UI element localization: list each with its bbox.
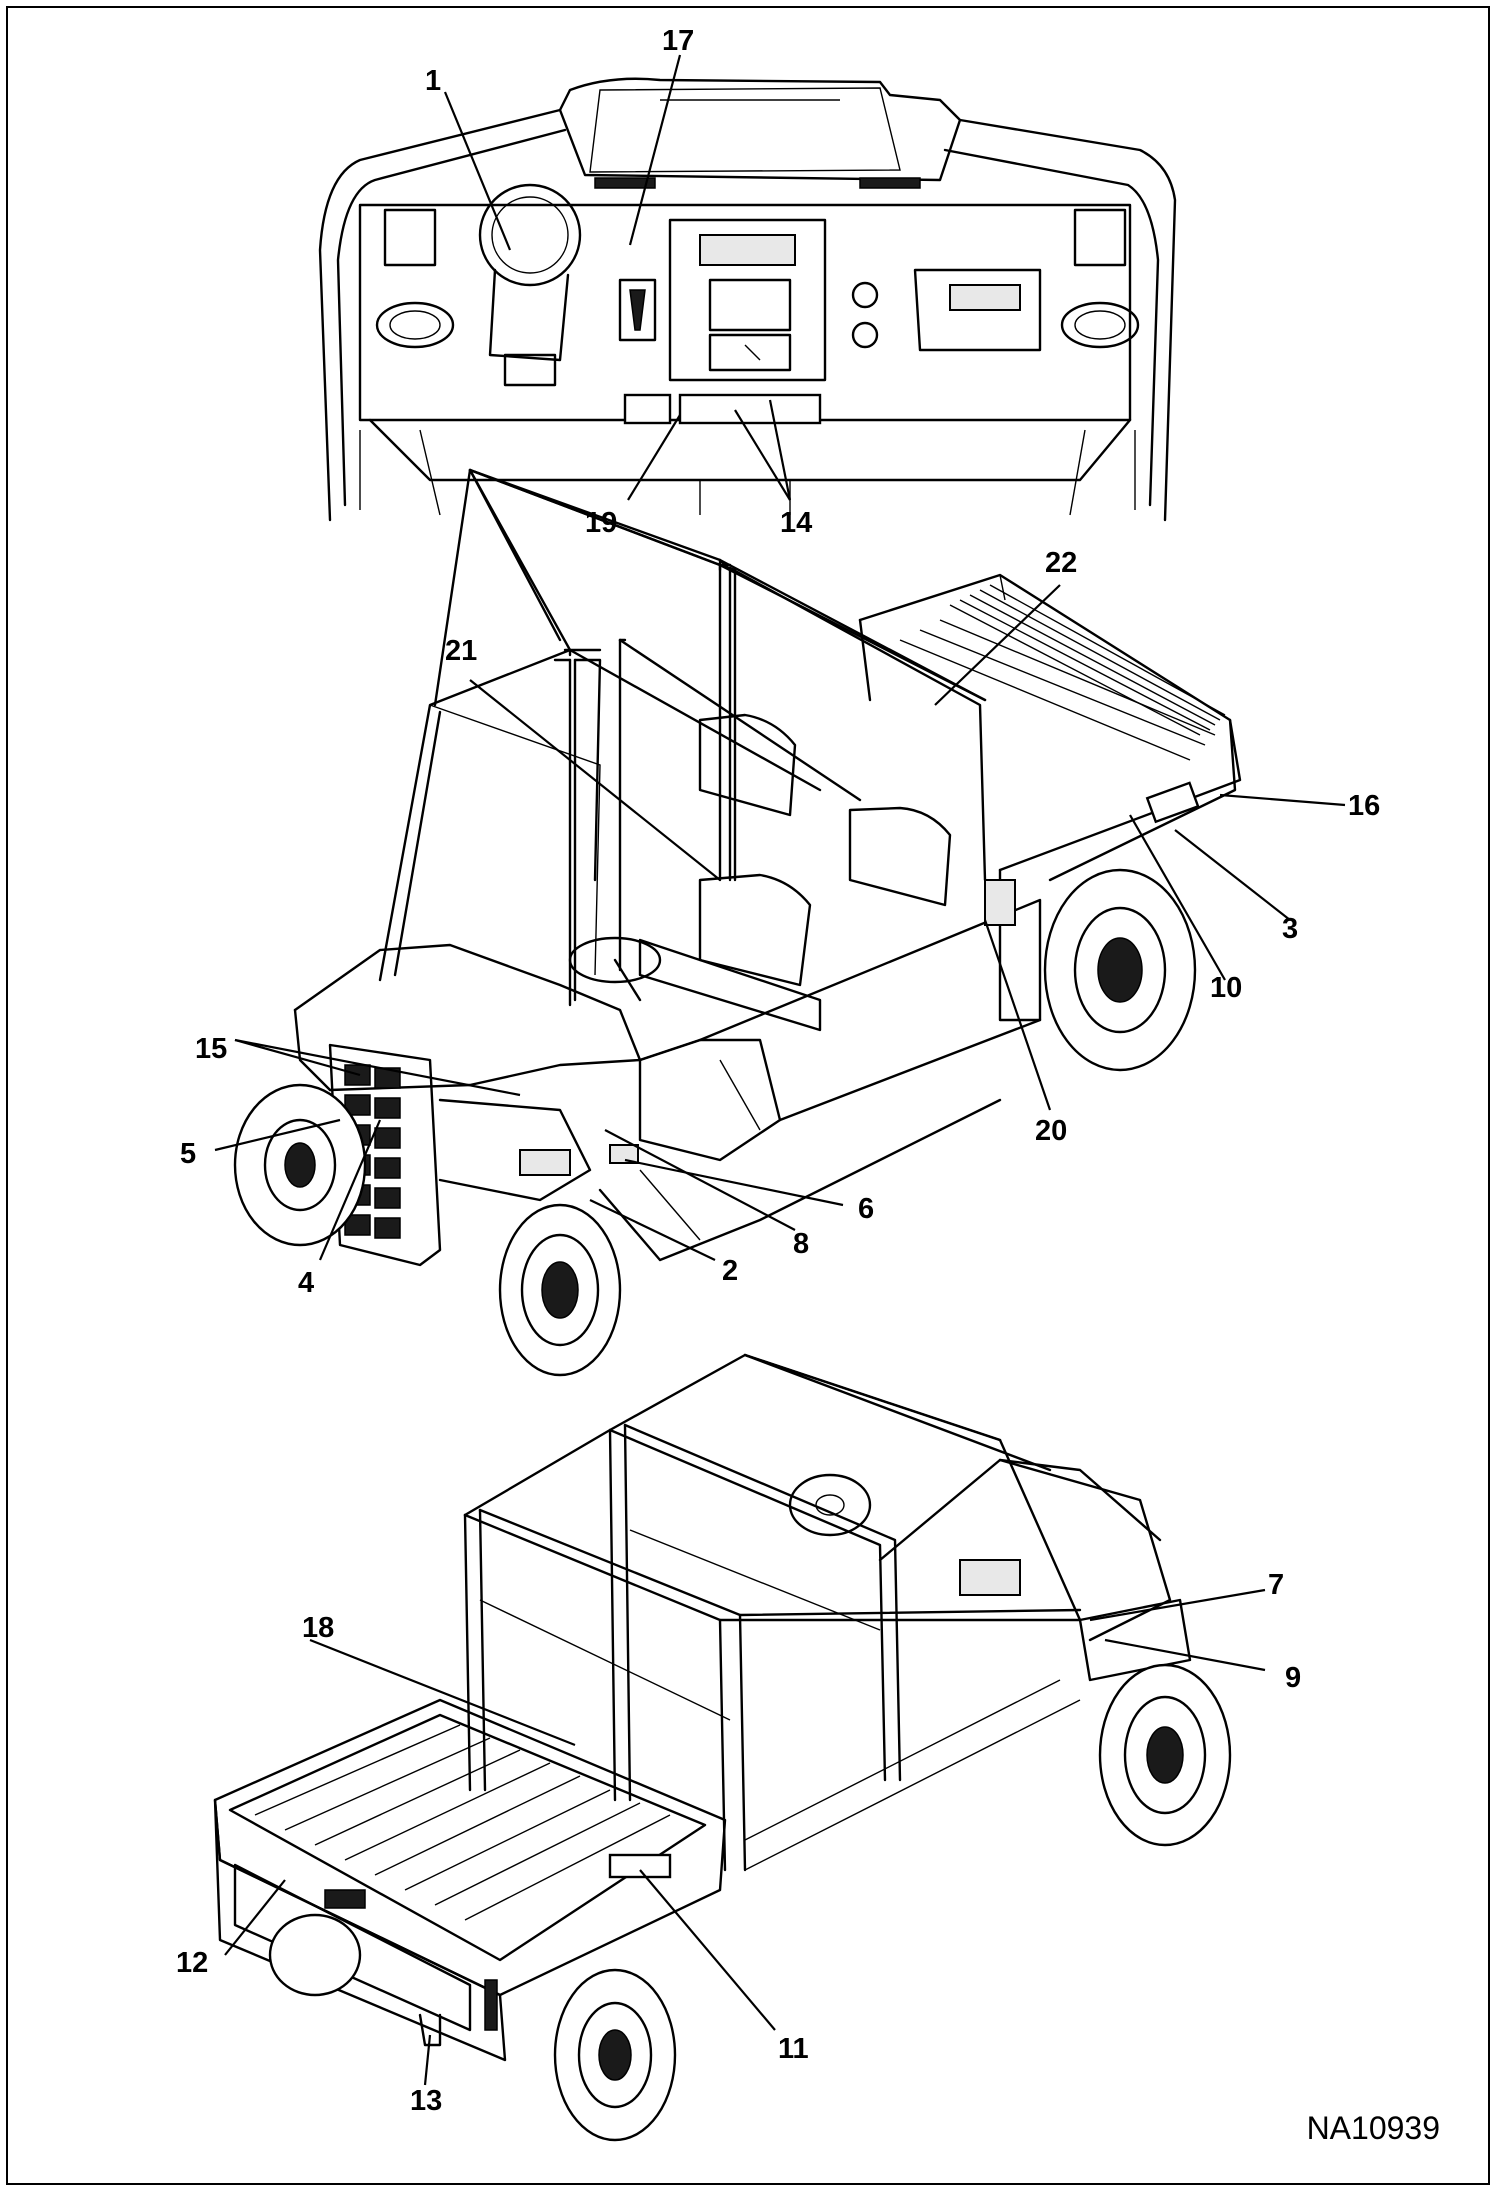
callout-20: 20 xyxy=(1035,1115,1067,1147)
leader-lines xyxy=(214,54,1346,2086)
callout-22: 22 xyxy=(1045,547,1077,579)
callout-4: 4 xyxy=(298,1267,314,1299)
dashboard-illustration xyxy=(318,77,1177,522)
callout-19: 19 xyxy=(585,507,617,539)
callout-9: 9 xyxy=(1285,1662,1301,1694)
figure-id-label: NA10939 xyxy=(1306,2110,1440,2146)
callout-21: 21 xyxy=(445,635,477,667)
callout-12: 12 xyxy=(176,1947,208,1979)
callout-7: 7 xyxy=(1268,1569,1284,1601)
rear-view-illustration xyxy=(213,1353,1232,2142)
front-view-illustration xyxy=(233,468,1242,1377)
callout-5: 5 xyxy=(180,1138,196,1170)
callout-16: 16 xyxy=(1348,790,1380,822)
callout-3: 3 xyxy=(1282,913,1298,945)
callout-8: 8 xyxy=(793,1228,809,1260)
callout-14: 14 xyxy=(780,507,812,539)
callout-1: 1 xyxy=(425,65,441,97)
callout-17: 17 xyxy=(662,25,694,57)
callout-2: 2 xyxy=(722,1255,738,1287)
callout-11: 11 xyxy=(778,2033,809,2065)
callout-6: 6 xyxy=(858,1193,874,1225)
callout-15: 15 xyxy=(195,1033,227,1065)
callout-10: 10 xyxy=(1210,972,1242,1004)
callout-13: 13 xyxy=(410,2085,442,2117)
callout-18: 18 xyxy=(302,1612,334,1644)
callouts: 1 17 19 14 22 21 16 3 10 15 20 5 6 8 2 4… xyxy=(176,25,1380,2117)
